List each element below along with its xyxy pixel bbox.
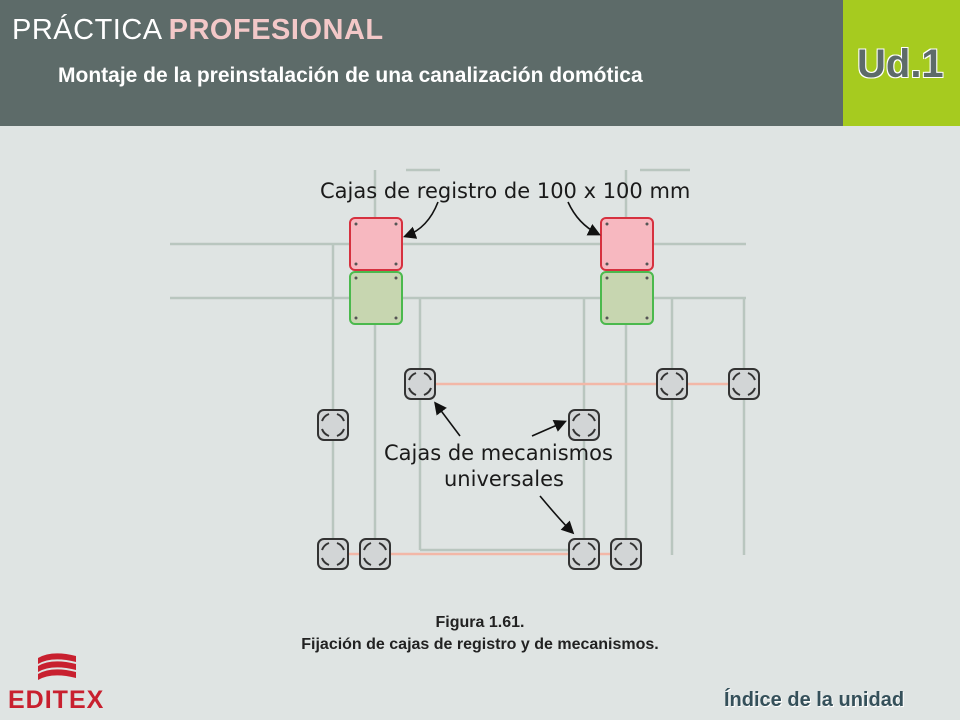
mecanismo-box	[317, 538, 349, 570]
pointer-arrows	[402, 201, 601, 535]
practice-title-light: PRÁCTICA	[12, 14, 163, 46]
label-cajas-registro: Cajas de registro de 100 x 100 mm	[320, 179, 690, 203]
mecanismo-box	[568, 538, 600, 570]
mecanismo-box	[359, 538, 391, 570]
page-subtitle: Montaje de la preinstalación de una cana…	[58, 64, 643, 87]
mecanismo-box	[568, 409, 600, 441]
unit-index-link[interactable]: Índice de la unidad	[724, 689, 905, 711]
label-cajas-mecanismos-line1: Cajas de mecanismos	[384, 441, 613, 465]
mecanismo-box	[610, 538, 642, 570]
registro-screws	[354, 222, 649, 320]
mecanismo-box	[404, 368, 436, 400]
mecanismo-box	[317, 409, 349, 441]
registro-box-left-green	[349, 271, 403, 325]
figure-number: Figura 1.61.	[435, 614, 525, 631]
vertical-conduits	[331, 170, 746, 570]
unit-badge: Ud.1	[843, 0, 960, 126]
editex-logo: EDITEX	[8, 646, 108, 716]
registro-box-right-red	[600, 217, 654, 271]
editex-logo-text: EDITEX	[8, 686, 105, 714]
practice-title-bold: PROFESIONAL	[168, 14, 384, 46]
figure-description: Fijación de cajas de registro y de mecan…	[301, 636, 659, 653]
label-cajas-mecanismos-line2: universales	[444, 467, 564, 491]
editex-book-icon	[38, 653, 76, 680]
unit-label: Ud.1	[857, 42, 944, 86]
mecanismo-box	[656, 368, 688, 400]
figure-caption: Figura 1.61. Fijación de cajas de regist…	[0, 612, 960, 656]
registro-box-right-green	[600, 271, 654, 325]
mecanismo-box	[728, 368, 760, 400]
registro-box-left-red	[349, 217, 403, 271]
installation-diagram: Cajas de registro de 100 x 100 mm Cajas …	[170, 168, 760, 570]
